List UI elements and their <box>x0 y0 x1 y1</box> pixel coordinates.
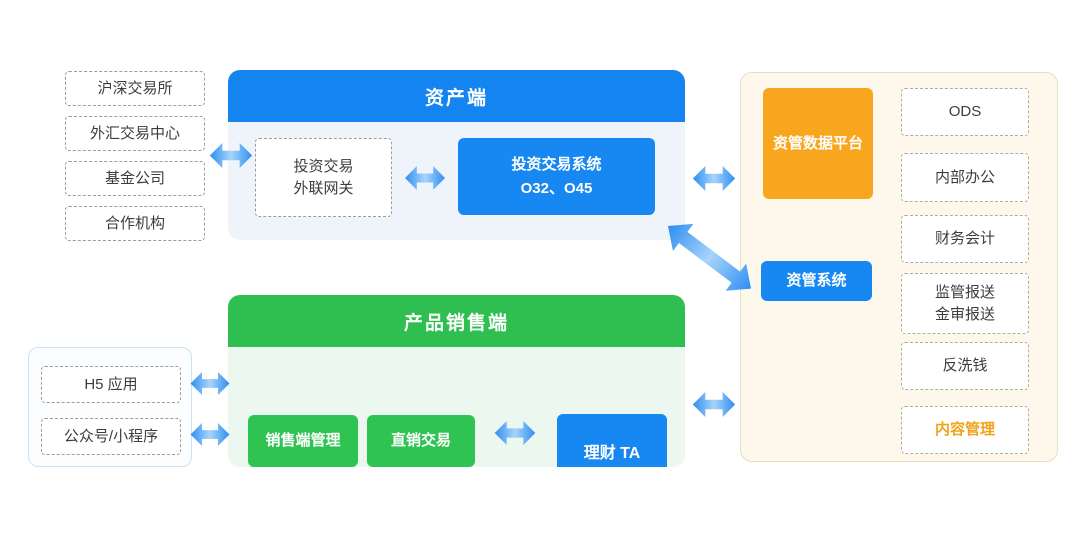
channel-box-h5: H5 应用 <box>41 366 181 403</box>
gateway-box: 投资交易 外联网关 <box>255 138 392 217</box>
diagonal-double-arrow-icon <box>668 223 752 291</box>
partner-box-fund-companies: 基金公司 <box>65 161 205 196</box>
module-box-regulatory-reporting: 监管报送 金审报送 <box>901 273 1029 334</box>
channel-box-miniprogram: 公众号/小程序 <box>41 418 181 455</box>
regulatory-reporting-line1: 监管报送 <box>934 283 995 301</box>
asset-panel: 资产端 投资交易 外联网关 投资交易系统 O32、O45 <box>228 70 685 240</box>
sales-panel-title: 产品销售端 <box>228 295 685 347</box>
double-arrow-icon <box>190 423 230 446</box>
trade-system-box: 投资交易系统 O32、O45 <box>458 138 655 215</box>
module-box-financial-accounting: 财务会计 <box>901 215 1029 263</box>
data-platform-box: 资管数据平台 <box>763 88 873 199</box>
gateway-label-line2: 外联网关 <box>293 179 354 197</box>
module-box-anti-money-laundering: 反洗钱 <box>901 342 1029 390</box>
double-arrow-icon <box>209 143 253 168</box>
trade-system-label-line1: 投资交易系统 <box>511 155 602 173</box>
double-arrow-icon <box>692 392 736 417</box>
double-arrow-icon <box>405 166 445 190</box>
double-arrow-icon <box>692 166 736 191</box>
module-box-ods: ODS <box>901 88 1029 136</box>
trade-system-label-line2: O32、O45 <box>520 179 593 197</box>
module-box-internal-office: 内部办公 <box>901 153 1029 202</box>
double-arrow-icon <box>190 372 230 395</box>
backoffice-panel: 资管数据平台 资管系统 ODS 内部办公 财务会计 监管报送 金审报送 反洗钱 … <box>740 72 1058 462</box>
asset-panel-title: 资产端 <box>228 70 685 122</box>
content-mgmt-box: 内容管理 <box>901 406 1029 454</box>
partner-box-exchanges: 沪深交易所 <box>65 71 205 106</box>
partner-box-fx-center: 外汇交易中心 <box>65 116 205 151</box>
sales-panel-body: 销售端管理 直销交易 理财 TA <box>228 347 685 467</box>
wealth-ta-box: 理财 TA <box>557 414 667 467</box>
direct-sales-box: 直销交易 <box>367 415 475 467</box>
asset-mgmt-system-box: 资管系统 <box>761 261 872 301</box>
sales-mgmt-box: 销售端管理 <box>248 415 358 467</box>
sales-panel: 产品销售端 销售端管理 直销交易 理财 TA <box>228 295 685 467</box>
partner-box-cooperators: 合作机构 <box>65 206 205 241</box>
regulatory-reporting-line2: 金审报送 <box>934 305 995 323</box>
channel-group: H5 应用 公众号/小程序 <box>28 347 192 467</box>
gateway-label-line1: 投资交易 <box>293 157 354 175</box>
double-arrow-icon <box>494 421 536 445</box>
asset-panel-body: 投资交易 外联网关 投资交易系统 O32、O45 <box>228 122 685 240</box>
